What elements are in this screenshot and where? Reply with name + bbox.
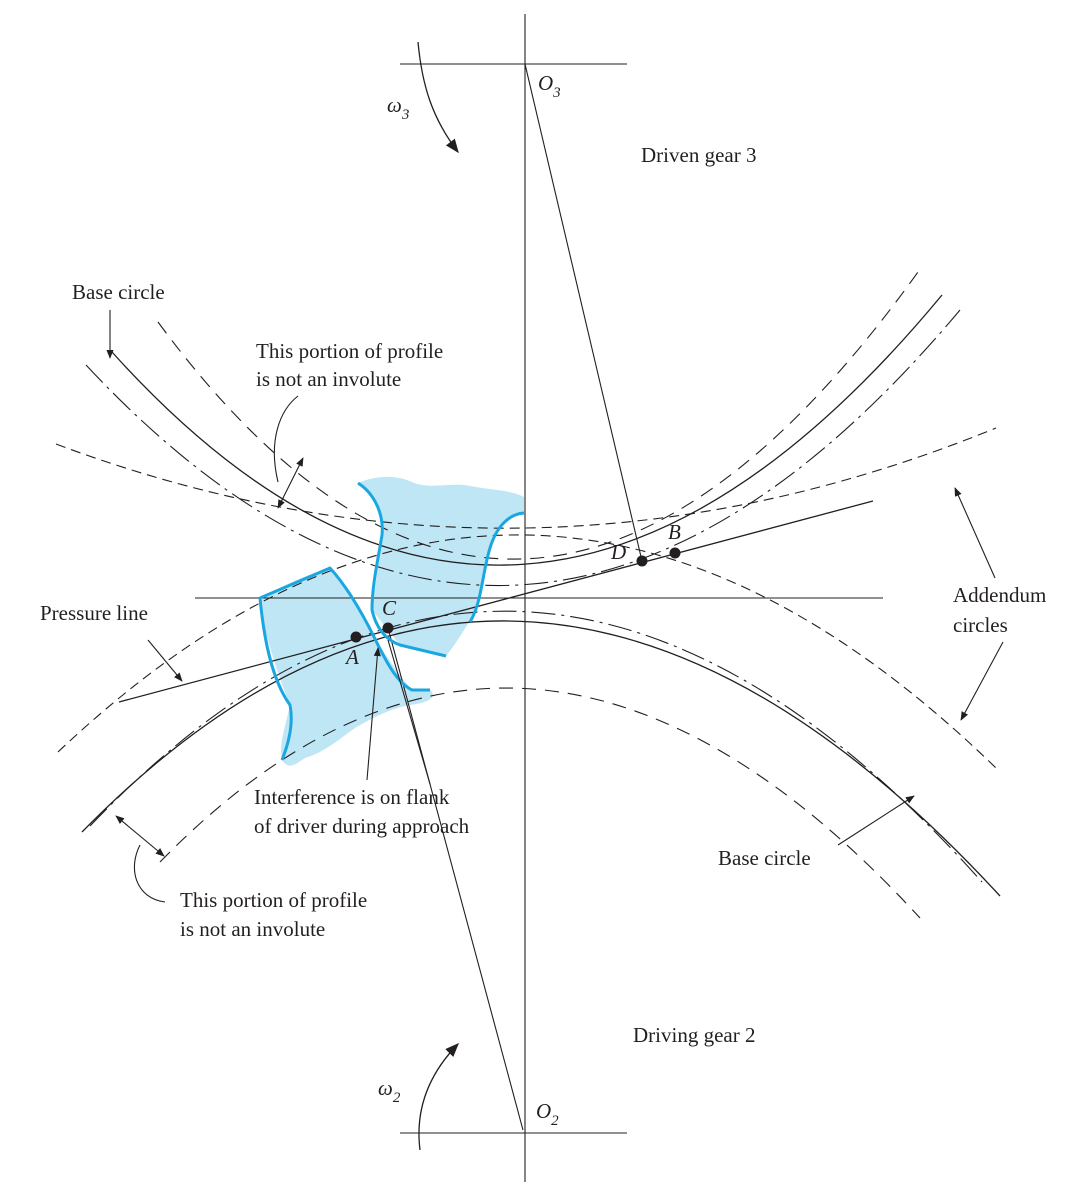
driven-tooth-profile bbox=[357, 481, 525, 658]
not-involute-top-line1: This portion of profile bbox=[256, 339, 443, 363]
not-involute-bottom-dimension bbox=[115, 815, 165, 857]
addendum-leader-upper bbox=[954, 487, 996, 579]
gear2-pitch-circle bbox=[89, 610, 983, 883]
point-c-marker bbox=[382, 622, 394, 634]
not-involute-bottom-line1: This portion of profile bbox=[180, 888, 367, 912]
point-b-label: B bbox=[668, 520, 681, 544]
driven-tooth-fill bbox=[358, 476, 524, 656]
not-involute-top-leader bbox=[273, 395, 299, 483]
gear2-base-circle bbox=[81, 620, 1001, 897]
pressure-line bbox=[118, 500, 874, 703]
gear2-addendum-circle bbox=[57, 534, 997, 769]
not-involute-bottom-line2: is not an involute bbox=[180, 917, 325, 941]
omega3-rotation-arrow bbox=[417, 41, 459, 154]
o3-to-d-line bbox=[524, 63, 643, 562]
omega3-label: ω3 bbox=[387, 93, 409, 123]
pressure-line-leader bbox=[147, 639, 183, 682]
interference-label-line2: of driver during approach bbox=[254, 814, 470, 838]
o2-to-c-line bbox=[387, 627, 524, 1131]
point-d-marker bbox=[636, 555, 648, 567]
base-circle-bottom-label: Base circle bbox=[718, 846, 811, 870]
omega2-rotation-arrow bbox=[418, 1042, 459, 1151]
gear3-addendum-circle bbox=[55, 427, 997, 529]
not-involute-top-line2: is not an involute bbox=[256, 367, 401, 391]
not-involute-top-dimension bbox=[277, 457, 304, 509]
base-circle-bottom-leader bbox=[837, 795, 915, 846]
addendum-label-line1: Addendum bbox=[953, 583, 1046, 607]
driving-gear-label: Driving gear 2 bbox=[633, 1023, 755, 1047]
point-a-marker bbox=[350, 631, 362, 643]
gear3-root-circle bbox=[157, 271, 919, 560]
interference-leader-a bbox=[366, 647, 381, 781]
not-involute-bottom-leader bbox=[133, 844, 166, 903]
addendum-label-line2: circles bbox=[953, 613, 1008, 637]
point-a-label: A bbox=[344, 645, 359, 669]
base-circle-top-label: Base circle bbox=[72, 280, 165, 304]
pressure-line-label: Pressure line bbox=[40, 601, 148, 625]
point-d-label: D bbox=[610, 540, 626, 564]
interference-label-line1: Interference is on flank bbox=[254, 785, 450, 809]
driven-gear-label: Driven gear 3 bbox=[641, 143, 756, 167]
point-b-marker bbox=[669, 547, 681, 559]
driver-tooth-fill bbox=[260, 568, 433, 766]
gear3-base-circle bbox=[111, 294, 943, 566]
o2-label: O2 bbox=[536, 1099, 559, 1129]
omega2-label: ω2 bbox=[378, 1076, 401, 1106]
driver-tooth-profile bbox=[258, 566, 430, 761]
addendum-leader-lower bbox=[960, 641, 1004, 721]
point-c-label: C bbox=[382, 596, 397, 620]
gear3-pitch-circle bbox=[85, 309, 961, 586]
o3-label: O3 bbox=[538, 71, 561, 101]
gear2-root-circle bbox=[159, 687, 921, 919]
interference-leader-c bbox=[387, 639, 431, 785]
